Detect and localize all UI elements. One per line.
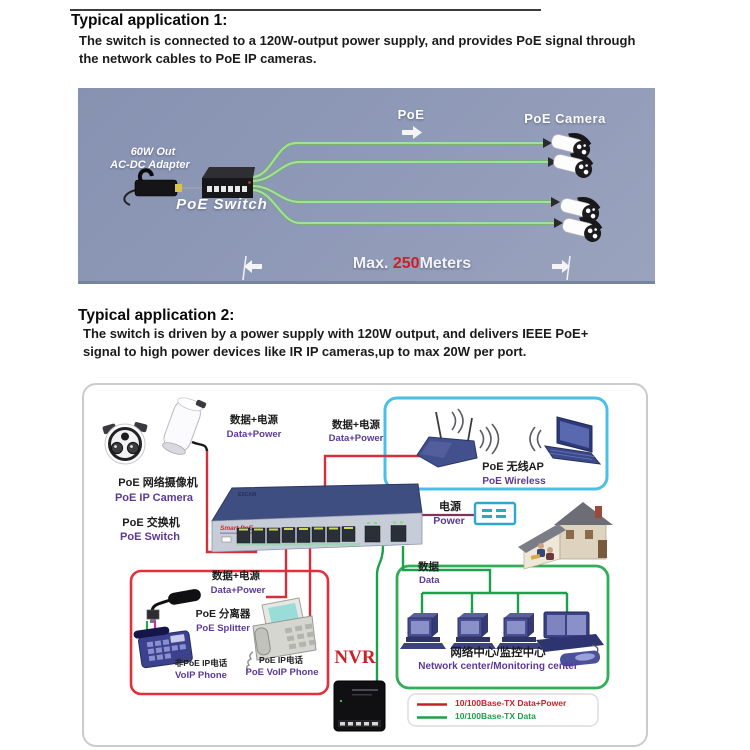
app2-body-line1: The switch is driven by a power supply w… xyxy=(83,326,589,341)
rj45-ports xyxy=(236,521,407,546)
poe-camera-4 xyxy=(562,217,603,242)
switch-top-logo: ESCAM xyxy=(238,492,256,498)
wireless-ap-device xyxy=(416,408,542,468)
network-center-label-cn: 网络中心/监控中心 xyxy=(450,647,546,659)
wifi-waves-icon xyxy=(451,408,542,455)
legend-power-label: 10/100Base-TX Data+Power xyxy=(455,698,567,708)
app2-heading: Typical application 2: xyxy=(78,307,235,324)
app1-heading: Typical application 1: xyxy=(71,12,228,29)
poe-switch-label-cn: PoE 交换机 xyxy=(122,517,180,529)
power-supply-icon xyxy=(473,501,517,526)
network-center-computers xyxy=(400,611,604,667)
application2-diagram-graphics: ESCAM Smart PoE xyxy=(102,396,613,732)
cable-arrowheads xyxy=(543,138,563,228)
splitter-zone-box xyxy=(129,569,330,696)
network-center-box xyxy=(395,564,610,690)
poe-camera-2 xyxy=(553,153,594,178)
data-cables xyxy=(375,545,569,681)
app1-body-line2: the network cables to PoE IP cameras. xyxy=(79,51,317,66)
adapter-label-line1: 60W Out xyxy=(130,146,176,158)
wireless-ap-label-cn: PoE 无线AP xyxy=(482,461,544,473)
poe-cables xyxy=(250,138,563,228)
voip-phone-device xyxy=(133,626,193,669)
ac-dc-adapter-device xyxy=(123,168,182,206)
adapter-label-line2: AC-DC Adapter xyxy=(110,159,190,171)
poe-camera-label: PoE Camera xyxy=(524,111,606,126)
power-label-cn: 电源 xyxy=(439,501,461,513)
application1-diagram-graphics xyxy=(123,126,603,281)
desktop-computer-1 xyxy=(400,613,446,649)
wireless-zone-box xyxy=(383,396,609,491)
splitter-label-cn: PoE 分离器 xyxy=(195,608,251,620)
top-divider xyxy=(70,9,541,11)
laptop-device xyxy=(543,416,602,465)
legend-data-label: 10/100Base-TX Data xyxy=(455,711,536,721)
voip-phone-label-cn: 非PoE IP电话 xyxy=(174,658,228,668)
poe-splitter-device xyxy=(145,589,201,641)
ir-camera-front xyxy=(102,422,148,465)
usb-port xyxy=(221,536,232,543)
max-unit: Meters xyxy=(419,255,472,272)
home-illustration xyxy=(518,502,613,570)
max-value: 250 xyxy=(392,255,420,272)
dp2-label-en: Data+Power xyxy=(328,433,384,444)
voip-phone-label-en: VoIP Phone xyxy=(175,670,227,681)
distance-markers xyxy=(242,255,571,281)
poe-label: PoE xyxy=(397,107,425,122)
monitor-station xyxy=(536,611,604,667)
max-distance-label: Max. 250Meters xyxy=(353,255,471,273)
dp3-label-cn: 数据+电源 xyxy=(211,570,261,582)
wireless-ap-label-en: PoE Wireless xyxy=(482,476,546,487)
poe-camera-group xyxy=(551,133,603,242)
poe-voip-phone-device xyxy=(246,597,317,672)
nvr-device xyxy=(333,680,386,732)
poe-direction-arrow xyxy=(402,126,422,139)
app2-body-line2: signal to high power devices like IR IP … xyxy=(83,344,527,359)
poe-switch-label-en: PoE Switch xyxy=(120,531,180,543)
data-label-cn: 数据 xyxy=(418,561,439,573)
dp2-label-cn: 数据+电源 xyxy=(331,419,381,431)
dp1-label-en: Data+Power xyxy=(226,429,282,440)
cable-legend xyxy=(407,693,599,727)
max-prefix: Max. xyxy=(352,255,389,272)
poe-voip-phone-label-cn: PoE IP电话 xyxy=(259,655,303,665)
ir-camera-bullet xyxy=(162,397,209,455)
poe-switch-device-1 xyxy=(202,167,255,198)
desktop-computer-3 xyxy=(496,613,542,649)
poe-voip-phone-label-en: PoE VoIP Phone xyxy=(245,667,319,678)
app1-body-line1: The switch is connected to a 120W-output… xyxy=(79,33,636,48)
dp3-label-en: Data+Power xyxy=(210,585,266,596)
desktop-computer-2 xyxy=(450,613,496,649)
network-center-label-en: Network center/Monitoring center xyxy=(418,661,578,672)
data-label-en: Data xyxy=(419,575,440,586)
dp1-label-cn: 数据+电源 xyxy=(229,414,279,426)
power-label-en: Power xyxy=(433,515,465,527)
poe-switch-label-1: PoE Switch xyxy=(176,196,268,213)
ip-camera-label-en: PoE IP Camera xyxy=(114,492,194,504)
ip-camera-label-cn: PoE 网络摄像机 xyxy=(118,477,198,489)
nvr-label: NVR xyxy=(334,647,376,668)
splitter-label-en: PoE Splitter xyxy=(196,623,250,634)
poe-switch-device-2: ESCAM Smart PoE xyxy=(211,483,423,553)
